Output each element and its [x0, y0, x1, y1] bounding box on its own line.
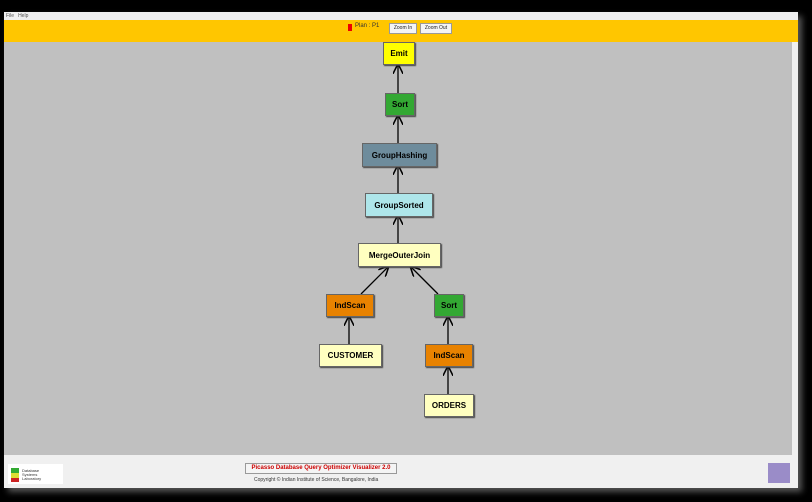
node-mergeouterjoin[interactable]: MergeOuterJoin: [358, 243, 441, 267]
svg-text:Laboratory: Laboratory: [22, 476, 41, 481]
edge: [360, 267, 388, 295]
horizontal-scrollbar[interactable]: [4, 455, 798, 461]
copyright-text: Copyright © Indian Institute of Science,…: [254, 477, 379, 483]
menu-file[interactable]: File: [6, 13, 15, 19]
node-emit[interactable]: Emit: [383, 42, 415, 65]
edge: [411, 267, 439, 295]
vertical-scrollbar[interactable]: [792, 42, 798, 455]
svg-text:Database: Database: [22, 468, 40, 473]
node-groupsorted[interactable]: GroupSorted: [365, 193, 433, 217]
zoom-out-button[interactable]: Zoom Out: [420, 23, 452, 34]
iisc-logo: [768, 463, 790, 483]
app-title-button[interactable]: Picasso Database Query Optimizer Visuali…: [245, 463, 397, 474]
node-indscan[interactable]: IndScan: [425, 344, 473, 367]
toolbar: Plan : P1 Zoom In Zoom Out: [4, 20, 798, 42]
node-indscan[interactable]: IndScan: [326, 294, 374, 317]
node-orders[interactable]: ORDERS: [424, 394, 474, 417]
plan-color-swatch: [348, 24, 352, 31]
svg-text:Systems: Systems: [22, 472, 37, 477]
node-grouphashing[interactable]: GroupHashing: [362, 143, 437, 167]
node-customer[interactable]: CUSTOMER: [319, 344, 382, 367]
menu-help[interactable]: Help: [18, 13, 29, 19]
node-sort[interactable]: Sort: [385, 93, 415, 116]
zoom-in-button[interactable]: Zoom In: [389, 23, 417, 34]
node-sort[interactable]: Sort: [434, 294, 464, 317]
plan-tree-canvas: Emit Sort GroupHashing GroupSorted Merge…: [4, 42, 792, 455]
plan-label: Plan : P1: [355, 23, 380, 29]
edges: [4, 42, 792, 394]
